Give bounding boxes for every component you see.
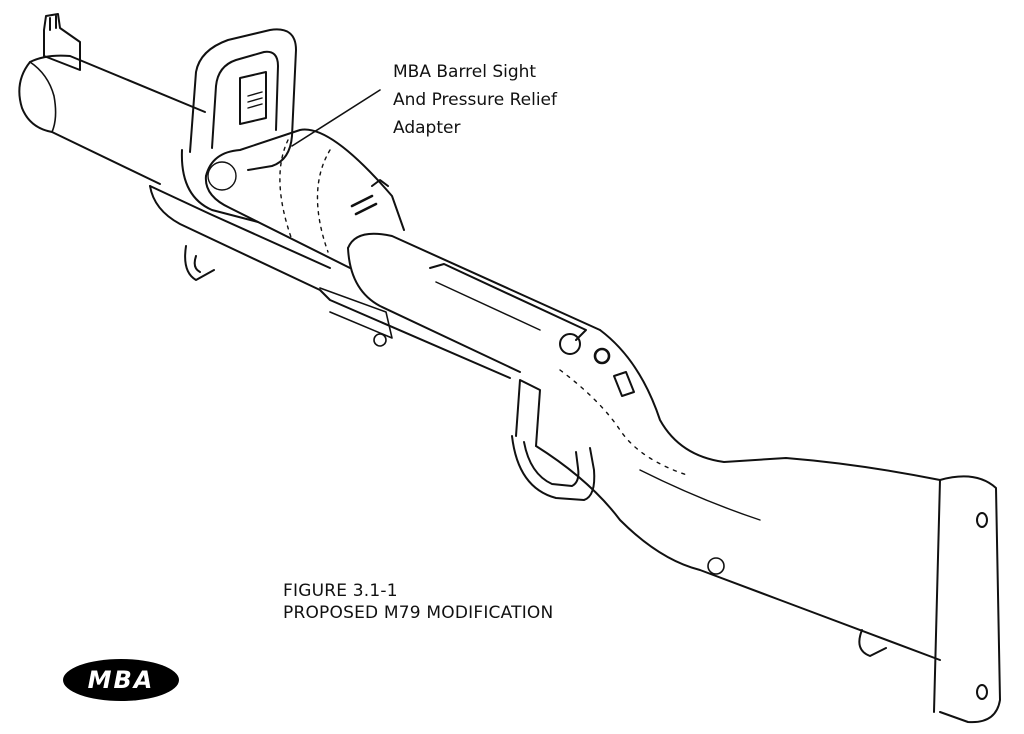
barrel bbox=[18, 61, 161, 185]
front-sling-swivel-icon bbox=[184, 245, 215, 281]
logo-oval-icon bbox=[63, 659, 179, 701]
butt-plate bbox=[939, 475, 1001, 724]
callout-leader-line bbox=[291, 89, 381, 147]
barrel-sight-frame bbox=[189, 28, 297, 171]
front-sight-icon bbox=[43, 13, 81, 71]
callout-line-1: MBA Barrel Sight bbox=[393, 62, 537, 82]
callout-line-3: Adapter bbox=[393, 118, 461, 138]
forestock bbox=[149, 185, 511, 379]
rear-sling-swivel-icon bbox=[858, 629, 887, 657]
figure-caption: FIGURE 3.1-1 PROPOSED M79 MODIFICATION bbox=[283, 580, 553, 624]
figure-number: FIGURE 3.1-1 bbox=[283, 581, 398, 601]
trigger-guard bbox=[511, 435, 596, 501]
buttstock bbox=[599, 329, 941, 481]
callout-line-2: And Pressure Relief bbox=[393, 90, 557, 110]
mba-logo: MBA bbox=[62, 658, 180, 702]
pressure-relief-adapter bbox=[205, 128, 405, 231]
logo-text: MBA bbox=[87, 666, 155, 694]
figure-title: PROPOSED M79 MODIFICATION bbox=[283, 603, 554, 623]
callout-label: MBA Barrel Sight And Pressure Relief Ada… bbox=[393, 58, 557, 142]
